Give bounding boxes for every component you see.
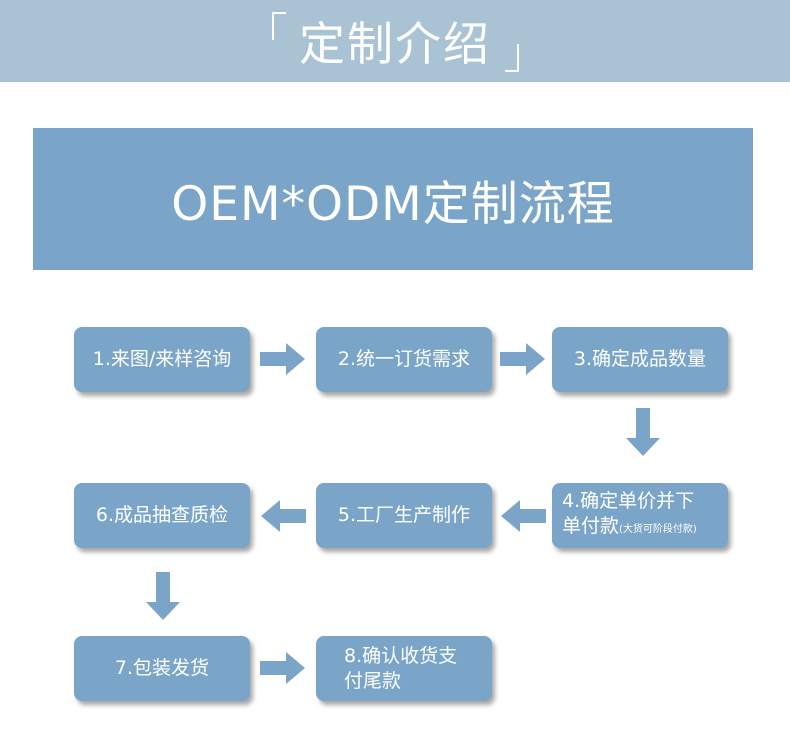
arrow-left-4-to-5 (501, 500, 546, 532)
step-1-label: 1.来图/来样咨询 (92, 348, 232, 370)
arrow-down-6-to-7 (146, 572, 180, 620)
step-3-label: 3.确定成品数量 (573, 348, 707, 370)
step-4-line2: 单付款 (562, 515, 620, 537)
step-8-line1: 8.确认收货支 (344, 644, 458, 667)
step-4-note: (大货可阶段付款) (619, 524, 697, 535)
arrow-right-7-to-8 (260, 652, 305, 684)
arrow-right-2-to-3 (500, 343, 545, 375)
step-6-box: 6.成品抽查质检 (74, 483, 250, 548)
corner-bracket-right (505, 44, 519, 72)
corner-bracket-left (272, 12, 286, 40)
arrow-down-3-to-4 (626, 408, 660, 456)
step-8-line2: 付尾款 (344, 669, 402, 692)
step-5-label: 5.工厂生产制作 (337, 504, 471, 526)
arrow-left-5-to-6 (261, 500, 306, 532)
step-8-box: 8.确认收货支 付尾款 (316, 636, 492, 701)
header-title: 定制介绍 (299, 17, 491, 71)
step-5-box: 5.工厂生产制作 (316, 483, 492, 548)
step-6-label: 6.成品抽查质检 (95, 504, 229, 526)
step-2-box: 2.统一订货需求 (316, 327, 492, 392)
step-4-box: 4.确定单价并下 单付款(大货可阶段付款) (552, 483, 728, 548)
step-3-box: 3.确定成品数量 (552, 327, 728, 392)
header-band (0, 0, 790, 82)
step-4-line1: 4.确定单价并下 (562, 490, 695, 512)
step-7-label: 7.包装发货 (114, 657, 210, 679)
process-banner-title: OEM*ODM定制流程 (33, 128, 753, 270)
arrow-right-1-to-2 (260, 343, 305, 375)
step-1-box: 1.来图/来样咨询 (74, 327, 250, 392)
step-7-box: 7.包装发货 (74, 636, 250, 701)
step-2-label: 2.统一订货需求 (337, 348, 471, 370)
